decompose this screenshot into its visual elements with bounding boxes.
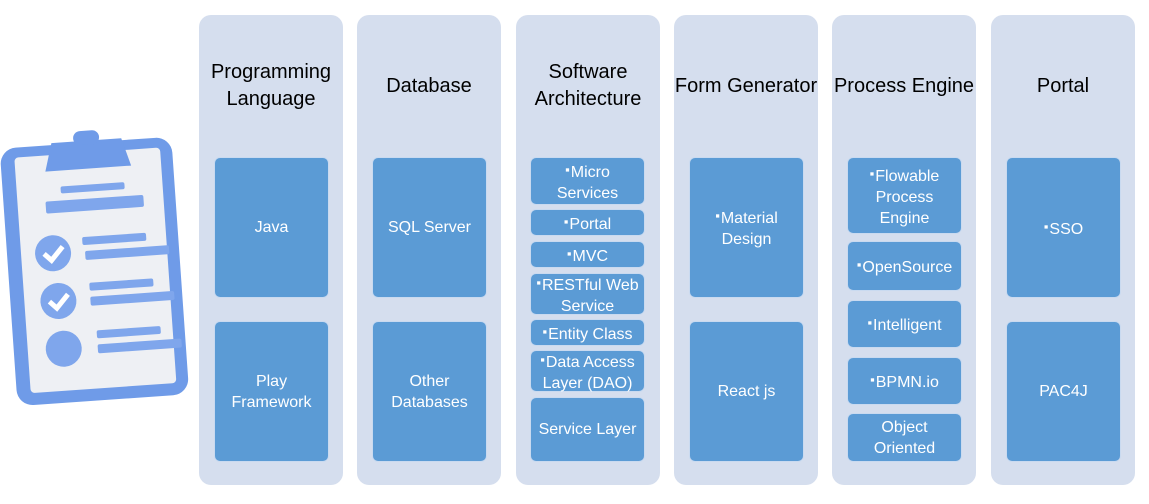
item-label: SSO [1044,216,1083,240]
column-portal: PortalSSO PAC4J [991,15,1135,485]
item-box: Data Access Layer (DAO) [530,350,645,392]
item-label: Java [254,219,289,236]
item-box: SQL Server [372,157,487,298]
item-label: Intelligent [867,312,942,336]
column-title: Database [386,74,472,97]
item-label: OpenSource [857,254,952,278]
item-label: Data Access Layer (DAO) [534,349,641,394]
item-label: Play Framework [231,372,312,411]
item-box: OpenSource [847,241,962,291]
item-box: Service Layer [530,397,645,462]
item-box: Micro Services [530,157,645,205]
item-box: Intelligent [847,300,962,348]
item-label: Object Oriented [873,418,936,457]
column-process-engine: Process EngineFlowable Process EngineOpe… [832,15,976,485]
item-label: Entity Class [542,321,632,345]
column-title: Software Architecture [534,61,642,110]
item-box: Other Databases [372,321,487,462]
item-box: Material Design [689,157,804,298]
column-title: Portal [1036,74,1090,97]
item-box: MVC [530,241,645,268]
item-label: Micro Services [534,159,641,204]
column-title: Programming Language [210,61,332,110]
column-title: Form Generator [674,74,818,97]
item-box: Object Oriented [847,413,962,462]
column-software-architecture: Software ArchitectureMicro ServicesPorta… [516,15,660,485]
item-box: Java [214,157,329,298]
item-box: PAC4J [1006,321,1121,462]
item-box: RESTful Web Service [530,273,645,315]
item-label: MVC [567,243,609,267]
item-box: SSO [1006,157,1121,298]
item-label: Service Layer [538,421,637,438]
item-box: Play Framework [214,321,329,462]
item-label: BPMN.io [870,369,939,393]
item-label: Other Databases [391,372,468,411]
item-label: Portal [564,211,611,235]
column-title: Process Engine [833,74,975,97]
item-label: Flowable Process Engine [851,163,958,229]
item-box: React js [689,321,804,462]
item-label: PAC4J [1039,383,1088,400]
item-label: SQL Server [388,219,471,236]
item-box: Entity Class [530,319,645,346]
item-box: Flowable Process Engine [847,157,962,234]
item-label: RESTful Web Service [534,272,641,317]
item-box: Portal [530,209,645,236]
item-label: React js [717,383,776,400]
item-label: Material Design [693,205,800,250]
item-box: BPMN.io [847,357,962,405]
clipboard-checklist-icon [0,120,200,415]
